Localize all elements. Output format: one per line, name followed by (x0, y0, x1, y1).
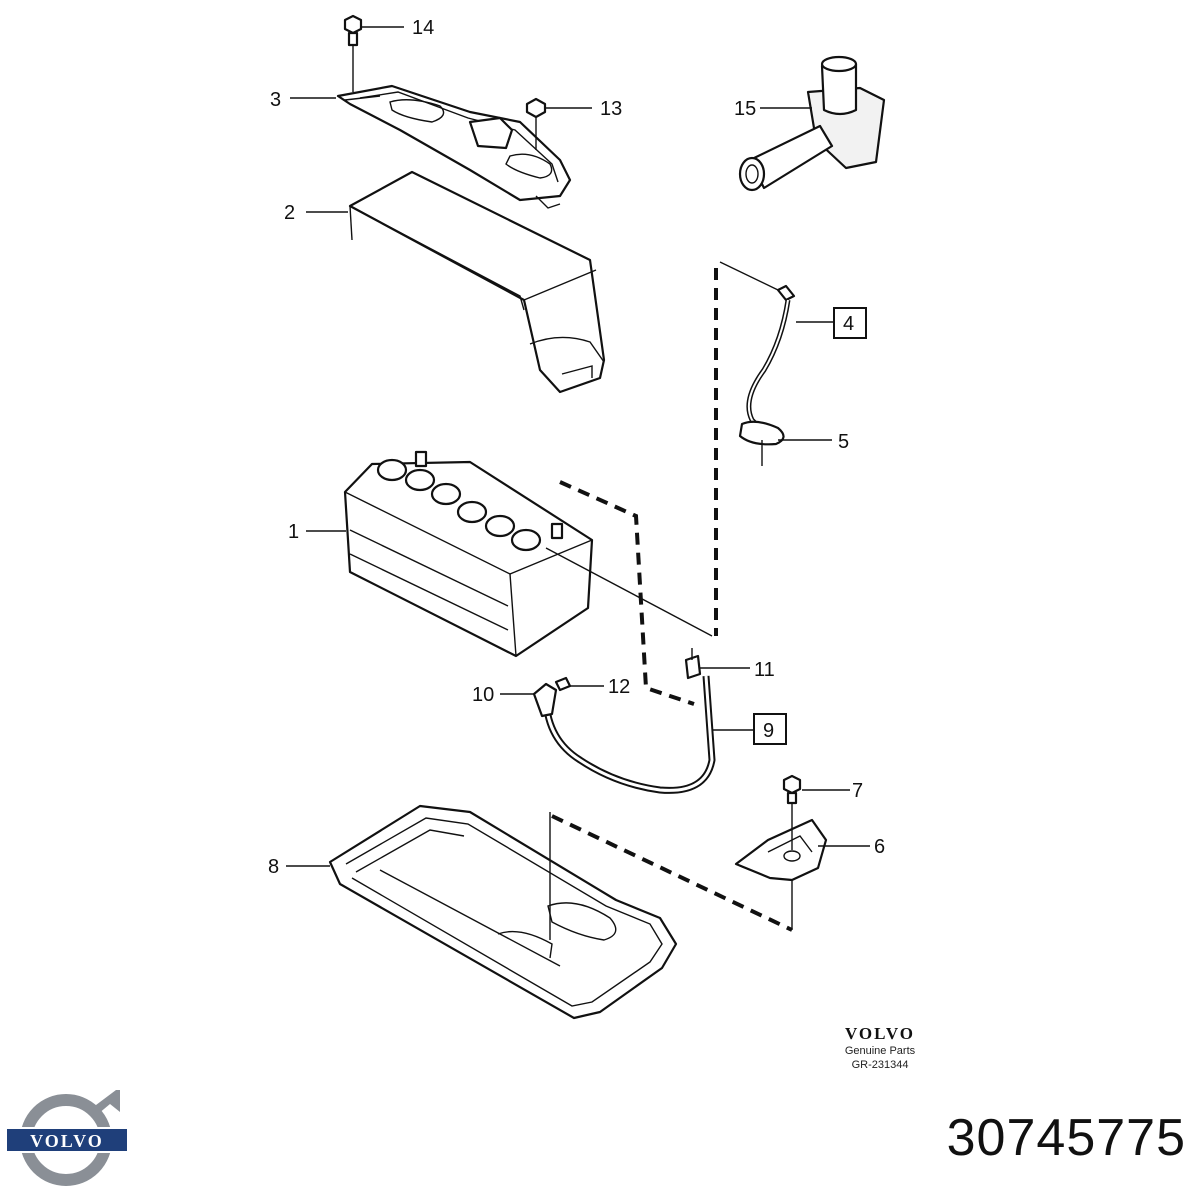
callout-13: 13 (600, 98, 622, 120)
part-6-tray-bracket (734, 818, 828, 882)
brand-tagline: Genuine Parts (844, 1045, 916, 1057)
part-9-battery-cable (542, 675, 716, 794)
part-14-bolt (343, 14, 363, 92)
callout-14: 14 (412, 17, 434, 39)
callout-1: 1 (288, 521, 299, 543)
part-11-cable-terminal (684, 648, 702, 680)
callout-11: 11 (754, 659, 775, 681)
dashed-path-tray-bracket (551, 814, 793, 932)
callout-3: 3 (270, 89, 281, 111)
part-13-nut (525, 97, 547, 150)
callout-5: 5 (838, 431, 849, 453)
logo-wordmark: VOLVO (30, 1131, 104, 1151)
leader-lines (286, 26, 870, 867)
callout-12: 12 (608, 676, 630, 698)
part-1-battery (343, 450, 594, 658)
dashed-path-battery-cable (559, 480, 695, 706)
part-3-hold-down-bracket (336, 84, 572, 209)
part-7-bolt (782, 774, 802, 850)
callout-9: 9 (763, 720, 774, 742)
callout-4-box (833, 307, 867, 339)
callout-10: 10 (472, 684, 494, 706)
callout-15: 15 (734, 98, 756, 120)
part-8-battery-tray (328, 804, 678, 1020)
genuine-parts-block: VOLVO Genuine Parts GR-231344 (820, 1024, 940, 1072)
part-12-screw (554, 676, 572, 692)
brand-name: VOLVO (844, 1024, 916, 1043)
diagram-reference-code: GR-231344 (851, 1059, 909, 1071)
part-10-cable-clip (532, 682, 558, 718)
part-4-ground-cable (719, 261, 796, 432)
callout-7: 7 (852, 780, 863, 802)
part-2-battery-cover (348, 170, 606, 394)
callout-8: 8 (268, 856, 279, 878)
connection-line-battery-terminal (545, 547, 713, 637)
callout-6: 6 (874, 836, 885, 858)
callout-9-box (753, 713, 787, 745)
part-15-vent-elbow (738, 55, 886, 192)
part-5-ground-terminal (738, 420, 785, 466)
volvo-iron-mark-icon: VOLVO (5, 1090, 129, 1186)
callout-2: 2 (284, 202, 295, 224)
callout-4: 4 (843, 313, 854, 335)
part-number: 30745775 (946, 1109, 1186, 1167)
